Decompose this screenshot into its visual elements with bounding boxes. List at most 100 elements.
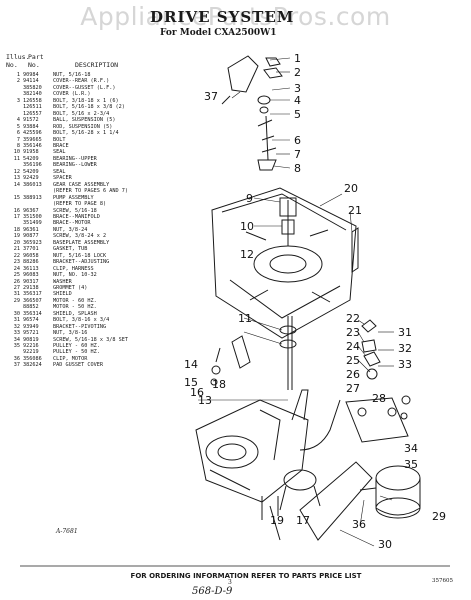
callout-label: 8 [294, 162, 301, 175]
parts-description: SCREW, 3/8-24 x 2 [53, 233, 107, 240]
parts-illus-no: 12 [13, 168, 20, 175]
page-number: 3 [228, 579, 232, 586]
parts-description: BOLT, 3/18-18 x 1 (6) [53, 97, 119, 104]
parts-description: BOLT [53, 136, 66, 143]
gear-case-shape [195, 399, 309, 503]
callout-label: 15 [184, 376, 198, 389]
parts-illus-no: 19 [13, 233, 20, 240]
parts-description: SCREW, 5/16-18 x 3/8 SET [53, 336, 128, 343]
parts-part-no: 90877 [23, 233, 39, 240]
callout-label: 35 [404, 458, 418, 471]
parts-part-no: 54209 [23, 168, 39, 175]
parts-description: GROMMET (4) [53, 284, 88, 291]
parts-row: (REFER TO PAGES 6 AND 7) [6, 188, 206, 194]
parts-description: PAD GUSSET COVER [53, 362, 103, 369]
parts-part-no: 36113 [23, 265, 39, 272]
parts-illus-no: 14 [13, 181, 20, 188]
parts-part-no: 382624 [23, 362, 42, 369]
parts-description: SEAL [53, 168, 66, 175]
callout-label: 11 [238, 312, 252, 325]
parts-description: BEARING--UPPER [53, 155, 97, 162]
parts-part-no: 93949 [23, 323, 39, 330]
model-subtitle: For Model CXA2500W1 [160, 28, 277, 38]
parts-illus-no: 23 [13, 259, 20, 266]
callout-label: 18 [212, 378, 226, 391]
parts-illus-no: 24 [13, 265, 20, 272]
parts-part-no: 386013 [23, 181, 42, 188]
parts-description: PUMP ASSEMBLY [53, 194, 94, 201]
parts-part-no: 96083 [23, 272, 39, 279]
parts-row: (REFER TO PAGE 8) [6, 201, 206, 207]
parts-illus-no: 4 [16, 117, 20, 124]
callout-label: 26 [346, 368, 360, 381]
parts-part-no: 91572 [23, 117, 39, 124]
parts-description: NUT, 3/8-16 [53, 330, 88, 337]
parts-illus-no: 5 [16, 123, 20, 130]
callout-label: 31 [398, 326, 412, 339]
parts-part-no: 356146 [23, 142, 42, 149]
parts-illus-no: 22 [13, 252, 20, 259]
callout-label: 22 [346, 312, 360, 325]
parts-description: NUT, 5/16-18 LOCK [53, 252, 107, 259]
callout-label: 5 [294, 108, 301, 121]
parts-illus-no: 29 [13, 297, 20, 304]
parts-description: SCREW, 5/16-18 [53, 207, 97, 214]
parts-description: CLIP, MOTOR [53, 355, 88, 362]
callout-label: 28 [372, 392, 386, 405]
callout-label: 24 [346, 340, 360, 353]
parts-part-no: 96058 [23, 252, 39, 259]
parts-part-no: 95721 [23, 330, 39, 337]
parts-part-no: 365923 [23, 239, 42, 246]
parts-description: BOLT, 5/16 x 2-3/4 [53, 110, 110, 117]
splash-shield-shape [299, 461, 373, 541]
callout-label: 19 [270, 514, 284, 527]
callout-label: 3 [294, 82, 301, 95]
parts-part-no: 388913 [23, 194, 42, 201]
parts-illus-no: 17 [13, 213, 20, 220]
parts-description: BOLT, 5/16-28 x 1 1/4 [53, 130, 119, 137]
column-header-illus: Illus. No. [6, 53, 30, 69]
callout-label: 12 [240, 248, 254, 261]
parts-illus-no: 25 [13, 272, 20, 279]
parts-illus-no: 2 [16, 78, 20, 85]
callout-label: 29 [432, 510, 446, 523]
parts-part-no: 29138 [23, 284, 39, 291]
parts-description: SHIELD [53, 291, 72, 298]
ordering-note: FOR ORDERING INFORMATION REFER TO PARTS … [130, 572, 362, 580]
parts-illus-no: 3 [16, 97, 20, 104]
parts-description: COVER--GUSSET (L.F.) [53, 84, 116, 91]
nut-shape [265, 57, 281, 67]
parts-illus-no: 1 [16, 72, 20, 78]
callout-label: 13 [198, 394, 212, 407]
callout-label: 2 [294, 66, 301, 79]
parts-illus-no: 37 [13, 362, 20, 369]
callout-label: 36 [352, 518, 366, 531]
parts-description: NUT, 5/16-18 [53, 72, 91, 78]
callout-label: 37 [204, 90, 218, 103]
parts-illus-no: 21 [13, 246, 20, 253]
callout-label: 17 [296, 514, 310, 527]
parts-description: COVER--REAR (R.F.) [53, 78, 110, 85]
